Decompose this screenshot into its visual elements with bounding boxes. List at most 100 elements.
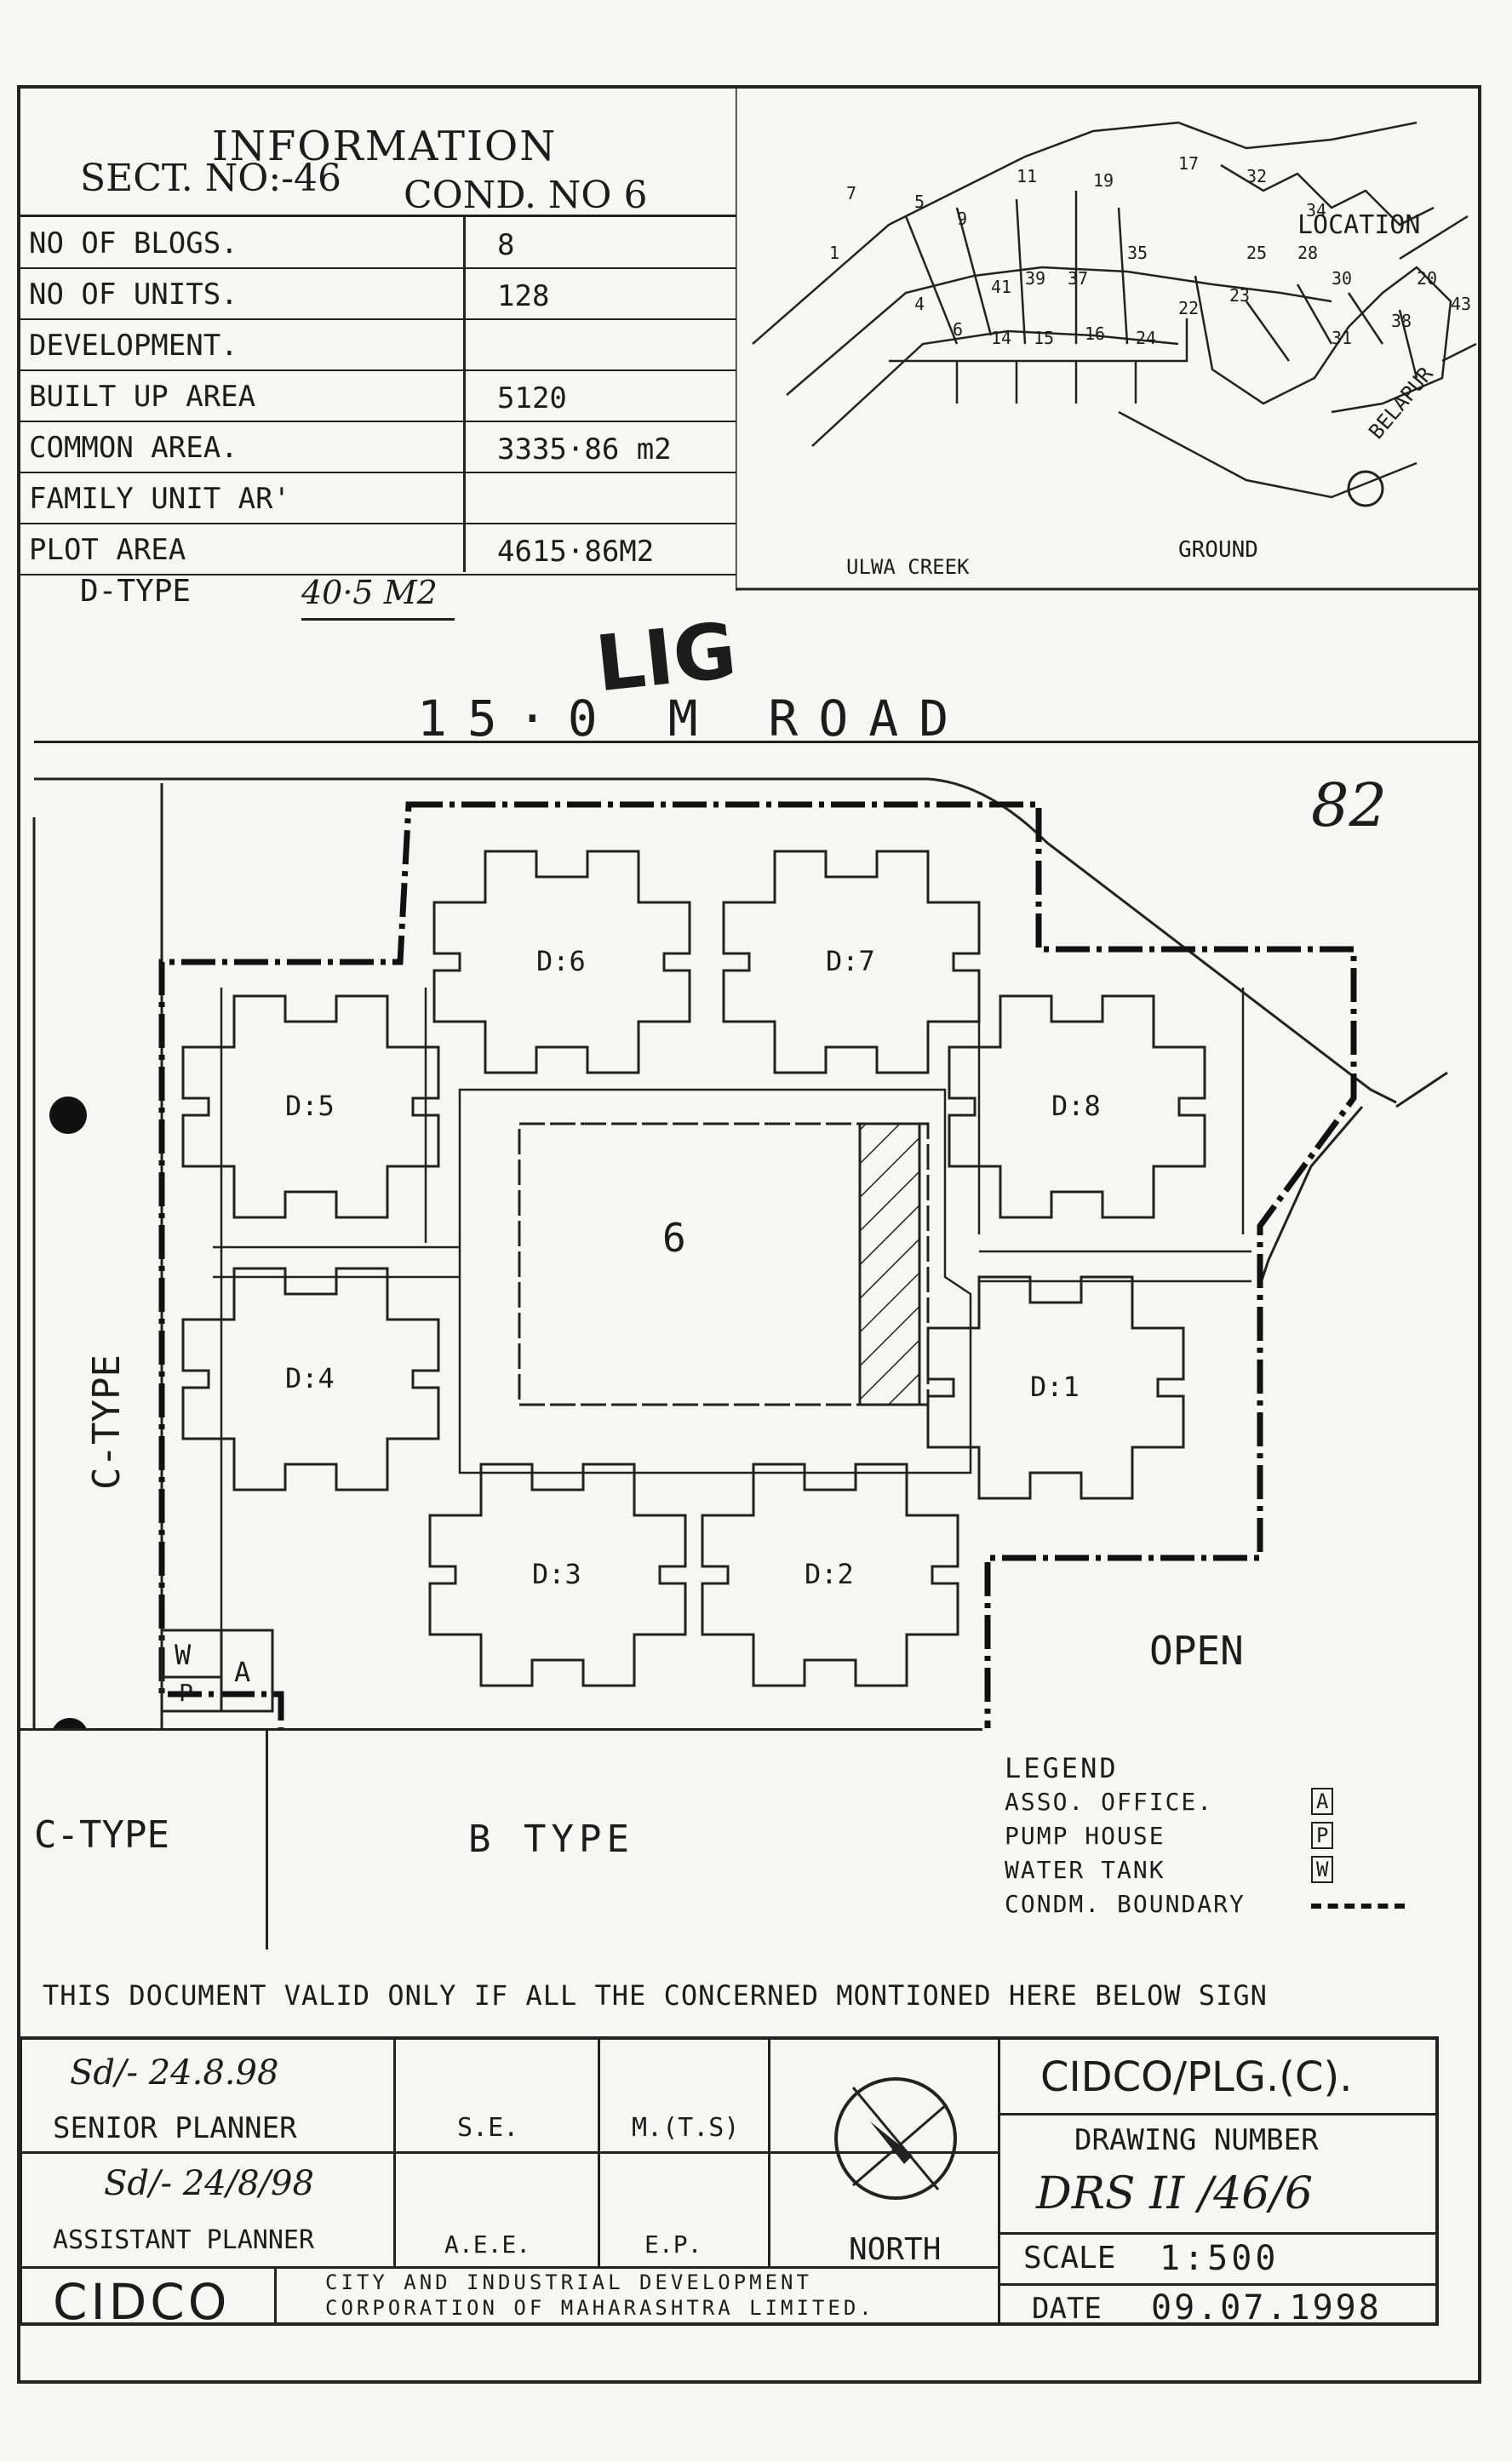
plot-number: 31 <box>1332 328 1352 348</box>
c-type-left-label: C-TYPE <box>85 1354 129 1490</box>
block-label: D:4 <box>285 1362 335 1394</box>
asso-office-label: A <box>234 1656 250 1688</box>
assistant-planner-signature: Sd/- 24/8/98 <box>104 2164 314 2203</box>
info-row-label: COMMON AREA. <box>29 431 238 465</box>
building-footprint <box>432 850 691 1074</box>
open-label: OPEN <box>1149 1628 1244 1674</box>
d-type-label: D-TYPE <box>80 574 192 609</box>
plot-number: 9 <box>957 209 967 229</box>
plot-number: 19 <box>1093 170 1114 191</box>
ground-label: GROUND <box>1178 537 1258 563</box>
plot-number: 32 <box>1246 166 1267 186</box>
building-footprint <box>181 994 440 1219</box>
block-label: D:6 <box>536 945 586 977</box>
validity-notice: THIS DOCUMENT VALID ONLY IF ALL THE CONC… <box>43 1979 1268 2012</box>
org-header: CIDCO/PLG.(C). <box>1040 2053 1353 2101</box>
plot-number: 22 <box>1178 298 1199 318</box>
legend-item-label: ASSO. OFFICE. <box>1005 1788 1214 1816</box>
plot-number: 16 <box>1085 323 1105 344</box>
plot-number: 7 <box>846 183 856 203</box>
legend-item-symbol: W <box>1311 1856 1334 1883</box>
scale-label: SCALE <box>1023 2241 1116 2276</box>
plot-number: 11 <box>1017 166 1037 186</box>
north-arrow-icon <box>1347 470 1384 507</box>
senior-planner-label: SENIOR PLANNER <box>53 2111 297 2145</box>
senior-planner-signature: Sd/- 24.8.98 <box>70 2053 279 2093</box>
block-label: D:8 <box>1051 1090 1101 1122</box>
plot-number: 1 <box>829 243 839 263</box>
info-row-label: PLOT AREA <box>29 533 186 567</box>
location-label: LOCATION <box>1297 210 1421 240</box>
north-label: NORTH <box>849 2232 942 2267</box>
d-type-value: 40·5 M2 <box>301 574 438 611</box>
org-full-line2: CORPORATION OF MAHARASHTRA LIMITED. <box>325 2296 875 2320</box>
legend-item-label: CONDM. BOUNDARY <box>1005 1890 1246 1918</box>
mts-label: M.(T.S) <box>632 2113 740 2143</box>
legend-item-label: PUMP HOUSE <box>1005 1822 1166 1850</box>
legend-title: LEGEND <box>1005 1752 1119 1784</box>
road-label: 15·0 M ROAD <box>417 690 970 747</box>
scale-value: 1:500 <box>1160 2239 1280 2278</box>
aee-label: A.E.E. <box>444 2230 531 2259</box>
building-footprint <box>948 994 1206 1219</box>
c-type-bottom-label: C-TYPE <box>34 1813 169 1857</box>
plot-number: 38 <box>1391 311 1412 331</box>
drawing-number: DRS II /46/6 <box>1036 2168 1313 2219</box>
punch-hole-bottom <box>53 1718 87 1728</box>
plot-number: 39 <box>1025 268 1045 289</box>
belapur-label: BELAPUR <box>1364 362 1438 444</box>
info-row-label: NO OF BLOGS. <box>29 226 238 261</box>
date-value: 09.07.1998 <box>1151 2288 1382 2327</box>
condominium-number: COND. NO 6 <box>404 174 648 217</box>
info-row-value: 3335·86 m2 <box>497 432 672 467</box>
info-row-value: 128 <box>497 279 550 313</box>
info-row-value: 5120 <box>497 381 567 415</box>
plot-number: 37 <box>1068 268 1088 289</box>
center-open-space-label: 6 <box>662 1215 686 1261</box>
plot-number: 4 <box>914 294 925 314</box>
b-type-label: B TYPE <box>468 1818 634 1861</box>
plot-number: 35 <box>1127 243 1148 263</box>
info-row-label: DEVELOPMENT. <box>29 329 238 363</box>
date-label: DATE <box>1032 2292 1102 2326</box>
sector-number: SECT. NO:-46 <box>80 157 342 200</box>
org-short: CIDCO <box>53 2273 231 2331</box>
info-table: INFORMATION SECT. NO:-46 COND. NO 6 NO O… <box>20 89 736 621</box>
plot-number: 17 <box>1178 153 1199 174</box>
info-row-label: NO OF UNITS. <box>29 278 238 312</box>
org-full-line1: CITY AND INDUSTRIAL DEVELOPMENT <box>325 2270 812 2294</box>
plot-number: 20 <box>1417 268 1437 289</box>
plot-number: 30 <box>1332 268 1352 289</box>
block-label: D:5 <box>285 1090 335 1122</box>
building-footprint <box>926 1275 1185 1500</box>
title-block: Sd/- 24.8.98 SENIOR PLANNER S.E. M.(T.S)… <box>19 2036 1439 2331</box>
plot-number: 25 <box>1246 243 1267 263</box>
legend-item-symbol: P <box>1311 1822 1334 1849</box>
info-heading: INFORMATION <box>212 123 558 170</box>
boundary-line-symbol <box>1311 1904 1405 1909</box>
block-label: D:3 <box>532 1558 581 1590</box>
ep-label: E.P. <box>644 2230 702 2259</box>
info-row-value: 8 <box>497 228 515 262</box>
se-label: S.E. <box>457 2113 519 2143</box>
plot-number: 43 <box>1451 294 1471 314</box>
pump-house-label: P <box>179 1679 193 1707</box>
block-label: D:1 <box>1030 1371 1080 1403</box>
plot-number: 28 <box>1297 243 1318 263</box>
building-footprint <box>181 1267 440 1492</box>
page-number: 82 <box>1311 770 1388 840</box>
block-label: D:7 <box>826 945 875 977</box>
punch-hole-top <box>49 1096 87 1134</box>
drawing-sheet <box>17 85 1481 2384</box>
legend-item-symbol: A <box>1311 1788 1334 1815</box>
creek-label: ULWA CREEK <box>846 555 970 579</box>
plot-number: 5 <box>914 192 925 212</box>
plot-number: 23 <box>1229 285 1250 306</box>
info-row-label: BUILT UP AREA <box>29 380 256 414</box>
north-arrow-icon <box>834 2077 957 2200</box>
water-tank-label: W <box>175 1639 192 1671</box>
building-footprint <box>722 850 981 1074</box>
